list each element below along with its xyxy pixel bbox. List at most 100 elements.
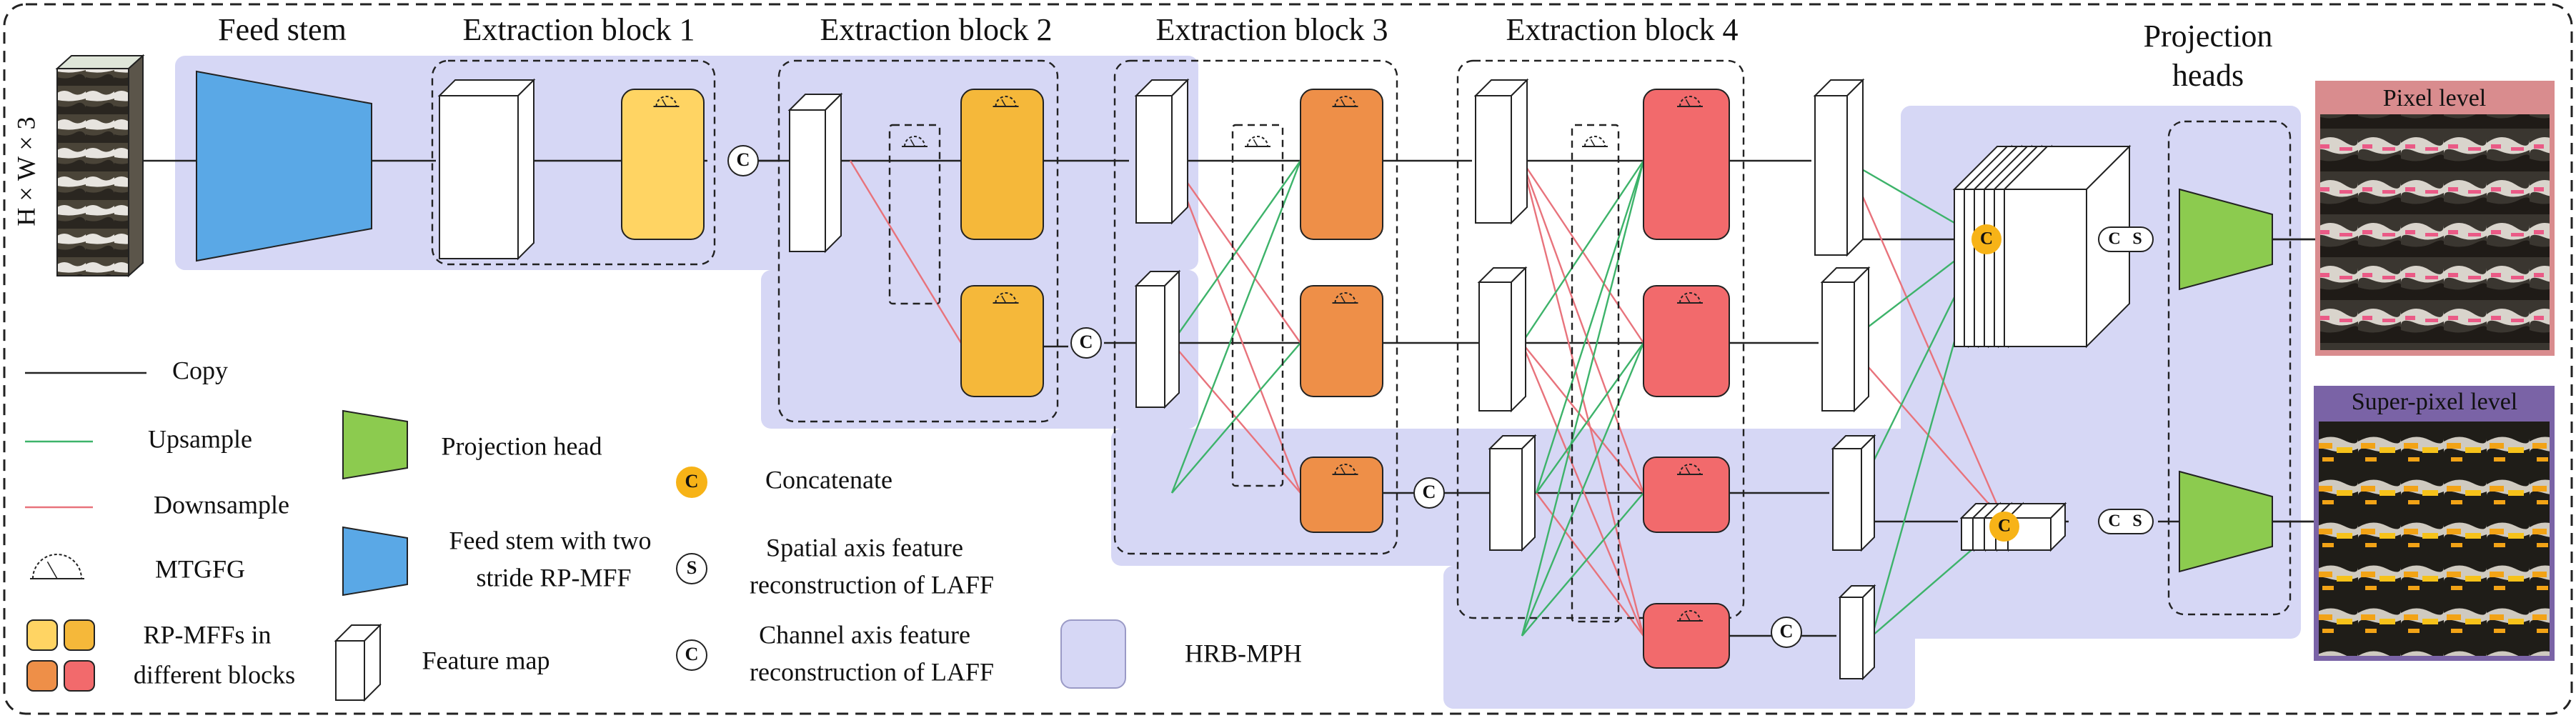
legend-concat-icon: C bbox=[676, 467, 707, 498]
superpixel-level-label: Super-pixel level bbox=[2352, 389, 2518, 415]
rp-mff-body bbox=[1300, 457, 1383, 533]
gauge-arc bbox=[1334, 464, 1356, 475]
upsample-edge bbox=[1521, 160, 1645, 637]
rp-mff-block3 bbox=[1300, 457, 1383, 533]
legend-concatenate-label: Concatenate bbox=[765, 465, 892, 494]
feature-map bbox=[1488, 434, 1537, 552]
gauge-arc bbox=[1334, 292, 1356, 304]
feature-map-side bbox=[1164, 269, 1180, 409]
symbol-circle bbox=[676, 639, 707, 671]
channel-laff-symbol: C bbox=[1413, 477, 1445, 509]
legend-hrb-mph-swatch bbox=[1060, 619, 1126, 689]
feature-map-front bbox=[1821, 281, 1855, 412]
rp-mff-body bbox=[960, 285, 1044, 397]
legend-spatial-label-1: Spatial axis feature bbox=[766, 533, 963, 562]
pixel-level-image bbox=[2320, 114, 2550, 350]
legend-copy-label: Copy bbox=[172, 356, 228, 384]
symbol-letter: C bbox=[1423, 482, 1436, 502]
pixel-level-label: Pixel level bbox=[2383, 85, 2486, 111]
swatch-rp4 bbox=[64, 660, 95, 692]
gauge-icon bbox=[1677, 610, 1703, 622]
feature-map-front bbox=[1814, 95, 1848, 256]
gauge-needle bbox=[1341, 99, 1346, 107]
rp-mff-block4 bbox=[1643, 285, 1730, 397]
symbol-letter: C bbox=[1998, 517, 2011, 536]
gauge-needle bbox=[662, 99, 667, 107]
concat-feature-stack bbox=[1952, 144, 2132, 349]
projection-head-superpixel bbox=[2179, 470, 2273, 573]
feature-map bbox=[1813, 78, 1865, 257]
cs-pill-body bbox=[2098, 226, 2154, 252]
cs-pill-body bbox=[2098, 509, 2154, 534]
channel-letter: C bbox=[2108, 512, 2120, 531]
gauge-arc bbox=[1679, 292, 1701, 304]
projection-title-line2: heads bbox=[2172, 58, 2244, 93]
rp-mff-body bbox=[960, 89, 1044, 240]
channel-letter: C bbox=[2108, 230, 2120, 249]
feed-stem bbox=[196, 70, 372, 262]
symbol-letter: C bbox=[685, 471, 699, 492]
gauge-icon bbox=[1332, 96, 1358, 107]
feature-map-front bbox=[1489, 448, 1523, 551]
superpixel-level-image bbox=[2319, 422, 2550, 656]
gauge-needle bbox=[46, 561, 58, 579]
legend-channel-label-2: reconstruction of LAFF bbox=[750, 657, 994, 686]
legend-feed-stem-label-1: Feed stem with two bbox=[449, 526, 652, 554]
feature-map bbox=[1477, 266, 1528, 413]
rp-mff-body bbox=[621, 89, 705, 240]
gauge-arc bbox=[1679, 610, 1701, 622]
feature-map bbox=[1134, 269, 1181, 409]
rp-mff-block1 bbox=[621, 89, 705, 240]
projection-heads-box bbox=[2167, 120, 2292, 616]
gauge-arc bbox=[995, 96, 1017, 107]
feature-map-side bbox=[1854, 266, 1869, 413]
block2-box bbox=[777, 59, 1059, 423]
legend-spatial-icon: S bbox=[676, 553, 707, 584]
gauge-needle bbox=[1253, 139, 1258, 147]
gauge-icon bbox=[653, 96, 680, 107]
legend-downsample-label: Downsample bbox=[154, 490, 289, 519]
symbol-circle bbox=[1413, 477, 1445, 509]
legend-feed-stem-icon bbox=[342, 526, 408, 597]
gauge-needle bbox=[1685, 99, 1691, 107]
gauge-needle bbox=[1685, 613, 1691, 622]
block1-box bbox=[431, 59, 716, 266]
downsample-edge bbox=[1521, 160, 1645, 494]
spatial-letter: S bbox=[2132, 512, 2142, 531]
channel-laff-symbol: C bbox=[727, 145, 759, 176]
gauge-needle bbox=[1590, 139, 1596, 147]
downsample-edge bbox=[1536, 492, 1644, 637]
rp-mff-block2 bbox=[960, 89, 1044, 240]
gauge-arc bbox=[1679, 464, 1701, 475]
spatial-letter: S bbox=[2132, 230, 2142, 249]
mtgfg-box bbox=[888, 124, 941, 305]
projection-title-line1: Projection bbox=[2144, 19, 2273, 54]
legend-spatial-label-2: reconstruction of LAFF bbox=[750, 570, 994, 599]
symbol-letter: C bbox=[737, 149, 750, 170]
feature-map bbox=[1473, 78, 1529, 225]
rp-mff-block4 bbox=[1643, 457, 1730, 533]
symbol-circle bbox=[676, 553, 707, 584]
gauge-icon bbox=[1677, 96, 1703, 107]
symbol-circle bbox=[1070, 327, 1102, 359]
gauge-icon bbox=[1677, 292, 1703, 304]
legend-upsample-label: Upsample bbox=[148, 424, 252, 453]
feature-map-front bbox=[1475, 95, 1512, 224]
feature-map-side bbox=[1861, 434, 1875, 552]
mtgfg-box bbox=[1571, 124, 1620, 623]
downsample-edge bbox=[1521, 342, 1644, 494]
upsample-edge bbox=[1171, 342, 1301, 494]
feature-map bbox=[1831, 434, 1876, 552]
feature-map-side bbox=[1171, 78, 1188, 225]
symbol-circle bbox=[1971, 224, 2001, 254]
rp-mff-body bbox=[1643, 89, 1730, 240]
feature-map-side bbox=[825, 92, 842, 254]
swatch-rp2 bbox=[64, 619, 95, 651]
feature-map-front bbox=[439, 95, 519, 259]
gauge-icon bbox=[1677, 464, 1703, 475]
gauge-arc bbox=[904, 136, 925, 147]
rp-mff-body bbox=[1643, 603, 1730, 669]
feature-map-front bbox=[1135, 95, 1173, 224]
upsample-edge bbox=[1521, 160, 1644, 344]
